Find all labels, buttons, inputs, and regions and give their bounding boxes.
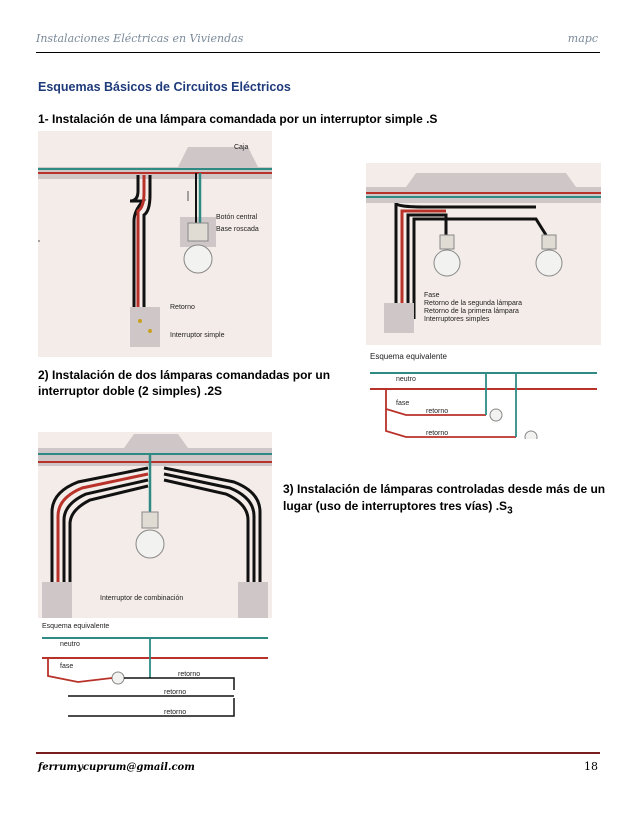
- fig1-label-base: Base roscada: [216, 226, 259, 233]
- header-rule: [36, 52, 600, 53]
- fig2-label-fase-small: fase: [396, 400, 409, 407]
- section3-heading: 3) Instalación de lámparas controladas d…: [283, 481, 613, 519]
- header-right: mapc: [567, 32, 598, 45]
- fig1-label-caja: Caja: [234, 144, 249, 151]
- fig2-label-retorno2: Retorno de la segunda lámpara: [424, 300, 522, 307]
- fig2-label-retorno-a: retorno: [426, 408, 448, 415]
- fig3-label-neutro: neutro: [60, 641, 80, 648]
- fig3-label-esquema: Esquema equivalente: [42, 623, 109, 630]
- fig1-label-interruptor: Interruptor simple: [170, 332, 225, 339]
- fig2-label-fase: Fase: [424, 292, 440, 299]
- fig2-label-interruptores: Interruptores simples: [424, 316, 490, 323]
- page-title: Esquemas Básicos de Circuitos Eléctricos: [38, 80, 291, 94]
- section2-heading: 2) Instalación de dos lámparas comandada…: [38, 368, 331, 398]
- fig2-label-esquema: Esquema equivalente: [370, 352, 447, 361]
- fig3-label-fase: fase: [60, 663, 73, 670]
- page-number: 18: [584, 760, 598, 773]
- figure-2-diagram: Fase Retorno de la segunda lámpara Retor…: [366, 163, 601, 439]
- fig2-label-retorno1: Retorno de la primera lámpara: [424, 308, 519, 315]
- section3-subscript: 3: [507, 505, 513, 517]
- figure-3-diagram: Interruptor de combinación Esquema equiv…: [38, 432, 272, 750]
- fig3-label-interruptor: Interruptor de combinación: [100, 595, 183, 602]
- fig1-label-retorno: Retorno: [170, 304, 195, 311]
- figure-1-svg: Caja Botón central Base roscada Retorno …: [38, 144, 272, 347]
- fig2-label-retorno-b: retorno: [426, 430, 448, 437]
- fig3-label-retorno-a: retorno: [178, 671, 200, 678]
- footer-rule: [36, 752, 600, 754]
- fig2-label-neutro: neutro: [396, 376, 416, 383]
- header-left: Instalaciones Eléctricas en Viviendas: [36, 32, 244, 45]
- footer-email: ferrumycuprum@gmail.com: [38, 762, 195, 773]
- figure-1-diagram: Caja Botón central Base roscada Retorno …: [38, 131, 272, 357]
- figure-3-svg: Interruptor de combinación Esquema equiv…: [38, 434, 272, 750]
- figure-2-svg: Fase Retorno de la segunda lámpara Retor…: [366, 173, 601, 439]
- section1-heading: 1- Instalación de una lámpara comandada …: [38, 112, 438, 126]
- fig3-label-retorno-b: retorno: [164, 689, 186, 696]
- section3-text: 3) Instalación de lámparas controladas d…: [283, 482, 606, 513]
- fig3-label-retorno-c: retorno: [164, 709, 186, 716]
- fig1-label-boton: Botón central: [216, 214, 258, 221]
